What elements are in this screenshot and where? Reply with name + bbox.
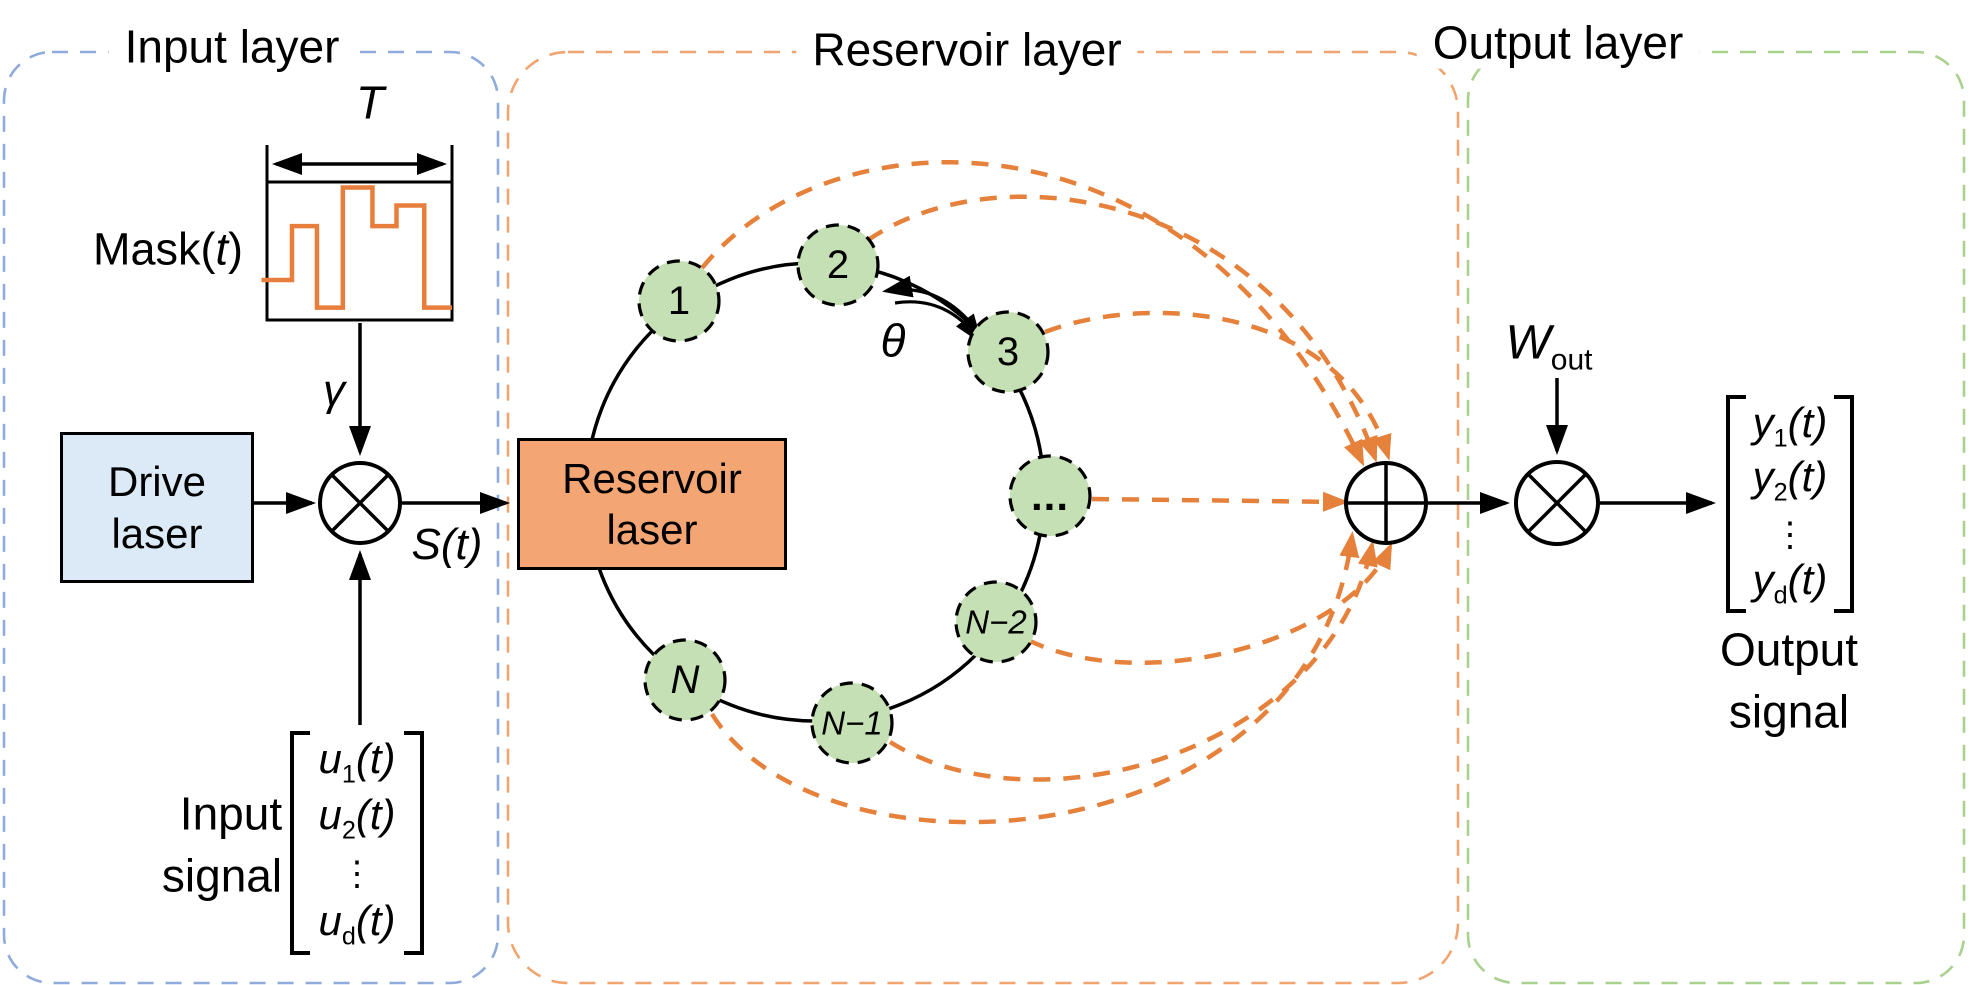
theta-label: θ: [880, 314, 906, 367]
drive-laser-label-line1: Drive: [107, 458, 206, 506]
output-signal-vector: y1(t)y2(t) ⋮yd(t): [1726, 395, 1854, 613]
mask-label-pre: Mask(: [92, 223, 216, 275]
drive-laser-box: Drive laser: [60, 432, 254, 583]
input-signal-vector: u1(t)u2(t) ⋮ud(t): [290, 731, 424, 955]
node-nm2-circle: [954, 580, 1038, 664]
node-2-circle: [796, 223, 880, 307]
wout-subscript: out: [1550, 343, 1593, 377]
reservoir-node-label-6: N−1: [821, 704, 883, 742]
reservoir-node-label-2: 2: [826, 243, 850, 287]
reservoir-node-label-3: 3: [996, 330, 1020, 374]
reservoir-node-label-7: N: [670, 658, 700, 702]
input-vector-row-3: ⋮: [340, 847, 374, 895]
output-layer-border: [1466, 50, 1966, 985]
reservoir-node-label-1: 1: [667, 279, 691, 323]
output-multiplier-cross-2: [1527, 473, 1587, 533]
input-vector-row-2: u2(t): [318, 790, 396, 845]
output-multiplier: [1514, 460, 1600, 546]
drive-laser-label-line2: laser: [111, 509, 203, 557]
output-vector-row-3: ⋮: [1773, 508, 1807, 556]
gamma-label: γ: [323, 365, 345, 415]
reservoir-layer-border: [506, 50, 1460, 985]
reservoir-laser-label-line2: laser: [606, 506, 698, 553]
output-vector-rows: y1(t)y2(t) ⋮yd(t): [1726, 399, 1854, 609]
input-vector-row-1: u1(t): [318, 735, 396, 789]
wout-label: Wout: [1505, 316, 1593, 377]
coupling-arcs: [700, 160, 1393, 825]
node-n-circle: [643, 638, 727, 722]
mask-label-post: ): [228, 223, 244, 275]
node-3-circle: [966, 310, 1050, 394]
period-t-label: T: [355, 76, 385, 129]
mask-label-var: t: [215, 223, 229, 275]
coupling-arc-node-n: [710, 531, 1360, 825]
summation-node: [1344, 461, 1428, 545]
coupling-arc-dots-node: [1091, 491, 1349, 512]
multiplier-cross-2: [331, 474, 389, 532]
coupling-arc-node3: [1044, 310, 1392, 461]
coupling-arc-node1: [700, 160, 1365, 467]
node-nm1-circle: [810, 681, 894, 765]
input-vector-rows: u1(t)u2(t) ⋮ud(t): [290, 735, 424, 951]
output-layer-title: Output layer: [1416, 18, 1700, 69]
reservoir-node-label-4: ...: [1030, 472, 1070, 519]
coupling-arc-node2: [866, 194, 1378, 463]
s-of-t-label: S(t): [411, 519, 483, 569]
coupling-arc-node-nm2: [1027, 542, 1393, 665]
theta-arrow-to-node3: [894, 300, 983, 345]
input-vector-row-4: ud(t): [318, 896, 396, 950]
reservoir-node-label-5: N−2: [965, 603, 1027, 641]
reservoir-laser-box: Reservoir laser: [517, 438, 787, 570]
output-signal-line2: signal: [1728, 685, 1850, 737]
signal-arrows: [249, 323, 1716, 725]
output-signal-label: Output signal: [1720, 619, 1858, 742]
reservoir-laser-label-line1: Reservoir: [562, 454, 742, 502]
output-vector-row-4: yd(t): [1752, 556, 1828, 610]
mask-waveform: [261, 185, 452, 310]
input-signal-line2: signal: [161, 849, 283, 901]
node-dots-circle: [1008, 454, 1092, 538]
node-1-circle: [637, 259, 721, 343]
vector-dots: ⋮: [1773, 515, 1807, 554]
mask-label: Mask(t): [93, 224, 243, 274]
input-signal-line1: Input: [179, 787, 283, 840]
input-signal-label: Input signal: [162, 783, 282, 906]
output-vector-row-2: y2(t): [1752, 453, 1828, 507]
input-layer-title: Input layer: [108, 22, 356, 73]
virtual-nodes: [637, 223, 1092, 765]
output-vector-row-1: y1(t): [1752, 399, 1828, 453]
wout-base: W: [1505, 316, 1551, 370]
vector-dots: ⋮: [340, 854, 374, 893]
reservoir-layer-title: Reservoir layer: [796, 25, 1138, 76]
input-multiplier: [318, 461, 402, 545]
output-signal-line1: Output: [1719, 623, 1859, 676]
